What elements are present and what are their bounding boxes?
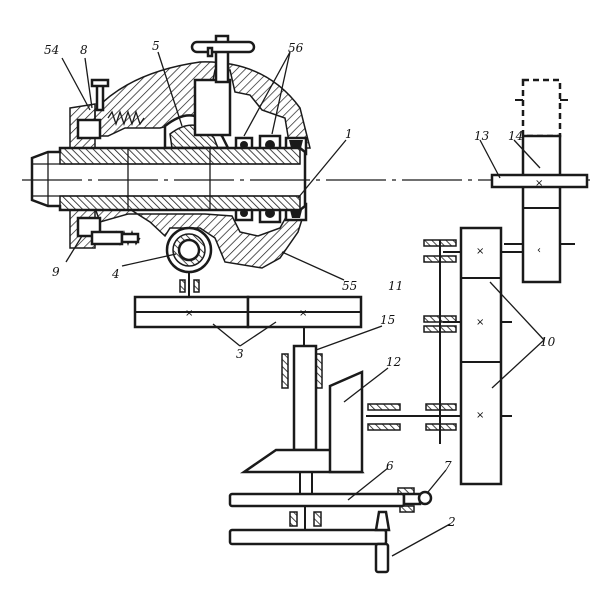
- gear-14-lower-mark: ‹: [537, 245, 541, 256]
- label-6: 6: [386, 459, 394, 473]
- label-56: 56: [288, 41, 304, 55]
- bar-2-assembly: [228, 510, 391, 574]
- gear-3a-mark: ×: [185, 308, 193, 319]
- label-14: 14: [508, 129, 523, 143]
- label-55: 55: [342, 279, 357, 293]
- gear-pair-3: × ×: [133, 272, 363, 346]
- label-15: 15: [380, 313, 395, 327]
- gear-14-assembly: × ‹: [490, 78, 589, 284]
- label-11: 11: [388, 279, 403, 293]
- label-13: 13: [474, 129, 490, 143]
- gear-block-10: × × ×: [366, 226, 523, 486]
- label-1: 1: [345, 127, 353, 141]
- gear-10-mark-3: ×: [476, 410, 484, 421]
- gear-10-mark-2: ×: [476, 317, 484, 328]
- label-4: 4: [111, 267, 120, 281]
- label-2: 2: [447, 515, 456, 529]
- bevel-assembly: [239, 344, 365, 494]
- shaft-11: [367, 239, 457, 444]
- gear-10-mark-1: ×: [476, 246, 484, 257]
- label-3: 3: [236, 347, 244, 361]
- label-9: 9: [52, 265, 60, 279]
- label-54: 54: [44, 43, 59, 57]
- gear-14-center-mark: ×: [535, 178, 543, 189]
- gear-3b-mark: ×: [299, 308, 307, 319]
- label-10: 10: [540, 335, 556, 349]
- label-7: 7: [444, 459, 452, 473]
- label-5: 5: [152, 39, 160, 53]
- part-labels: 54 8 5 56 1 13 14 9 4 55 11 10 3 15 12 6…: [44, 39, 556, 529]
- bar-6-assembly: [228, 487, 433, 530]
- spindle-head: [30, 34, 311, 274]
- label-12: 12: [386, 355, 401, 369]
- label-8: 8: [80, 43, 88, 57]
- leader-lines: [61, 51, 545, 557]
